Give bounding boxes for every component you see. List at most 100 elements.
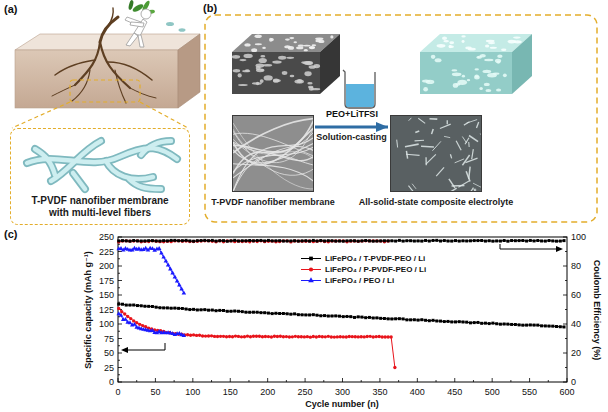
tick-label: 50 [150, 387, 160, 397]
data-series [216, 335, 219, 338]
axis-ticks [118, 338, 122, 339]
block-texture [263, 64, 272, 67]
data-series [383, 317, 386, 320]
data-series [409, 318, 412, 321]
block-texture [497, 54, 502, 58]
data-series [525, 240, 528, 243]
axis-pointer [500, 244, 556, 249]
data-series [377, 335, 380, 338]
data-series [125, 304, 128, 307]
data-series [248, 239, 251, 242]
data-series [465, 239, 468, 242]
block-texture [286, 57, 294, 59]
data-series [119, 248, 184, 293]
data-series [278, 240, 281, 243]
block-texture [255, 43, 262, 45]
block-texture [474, 75, 480, 79]
data-series [288, 335, 291, 338]
block-texture [282, 71, 288, 75]
data-series [170, 239, 173, 242]
data-series [366, 335, 369, 338]
data-series [285, 335, 288, 338]
data-series [143, 240, 146, 243]
axis-ticks [565, 309, 567, 310]
data-series [495, 322, 498, 325]
sem-micrograph [405, 144, 419, 147]
axis-ticks [118, 244, 120, 245]
block-texture [435, 58, 442, 62]
data-series [211, 240, 214, 243]
data-series [379, 239, 382, 242]
block-texture [457, 80, 467, 85]
data-series [241, 240, 244, 243]
data-series [132, 322, 137, 326]
data-series [207, 334, 210, 337]
sem-micrograph [440, 124, 451, 128]
data-series [282, 239, 285, 242]
data-series [315, 335, 318, 338]
data-series [540, 239, 543, 242]
data-series [342, 315, 345, 318]
data-series [161, 255, 166, 259]
data-series [345, 335, 348, 338]
data-series [175, 279, 180, 283]
data-series [147, 239, 150, 242]
axis-ticks [510, 380, 511, 382]
data-series [312, 239, 315, 242]
data-series [241, 239, 244, 242]
data-series [143, 305, 146, 308]
reagent-label: PEO+LiTFSI [326, 109, 378, 119]
axis-ticks [563, 353, 567, 354]
data-series [529, 323, 532, 326]
block-texture [488, 42, 495, 44]
legend-row: LiFePO₄ / P-PVDF-PEO / Li [300, 264, 426, 275]
data-series [536, 324, 539, 327]
data-series [428, 319, 431, 322]
data-series [181, 307, 184, 310]
data-series [491, 240, 494, 243]
data-series [338, 315, 341, 318]
data-series [229, 239, 232, 242]
axis-ticks [563, 324, 567, 325]
tick-label: 350 [372, 387, 387, 397]
data-series [461, 320, 464, 323]
tick-label: 75 [104, 333, 114, 343]
data-series [198, 334, 201, 337]
data-series [364, 239, 367, 242]
data-series [177, 282, 182, 286]
fiber-illustration [35, 149, 55, 175]
leaves [179, 28, 186, 32]
membrane-block [232, 52, 320, 94]
data-series [357, 240, 360, 243]
axis-ticks [118, 273, 120, 274]
block-texture [232, 55, 240, 59]
data-series [312, 313, 315, 316]
data-series [234, 334, 237, 337]
data-series [218, 309, 221, 312]
soil-block [178, 34, 200, 108]
data-series [117, 239, 120, 242]
data-series [240, 335, 243, 338]
zoom-outline [12, 80, 188, 128]
data-series [300, 335, 303, 338]
axis-ticks [398, 380, 399, 382]
data-series [267, 335, 270, 338]
block-texture [308, 86, 313, 88]
block-texture [270, 38, 273, 41]
data-series [424, 239, 427, 242]
data-series [121, 239, 124, 242]
block-texture [288, 46, 294, 50]
data-series [503, 322, 506, 325]
data-series [488, 322, 491, 325]
person-figure [130, 22, 144, 27]
data-series [294, 335, 297, 338]
data-series [402, 240, 405, 243]
data-series [147, 240, 150, 243]
tick-label: 40 [571, 319, 581, 329]
data-series [495, 239, 498, 242]
data-series [282, 240, 285, 243]
data-series [229, 310, 232, 313]
data-series [219, 335, 222, 338]
axis-ticks [417, 378, 418, 382]
data-series [222, 309, 225, 312]
